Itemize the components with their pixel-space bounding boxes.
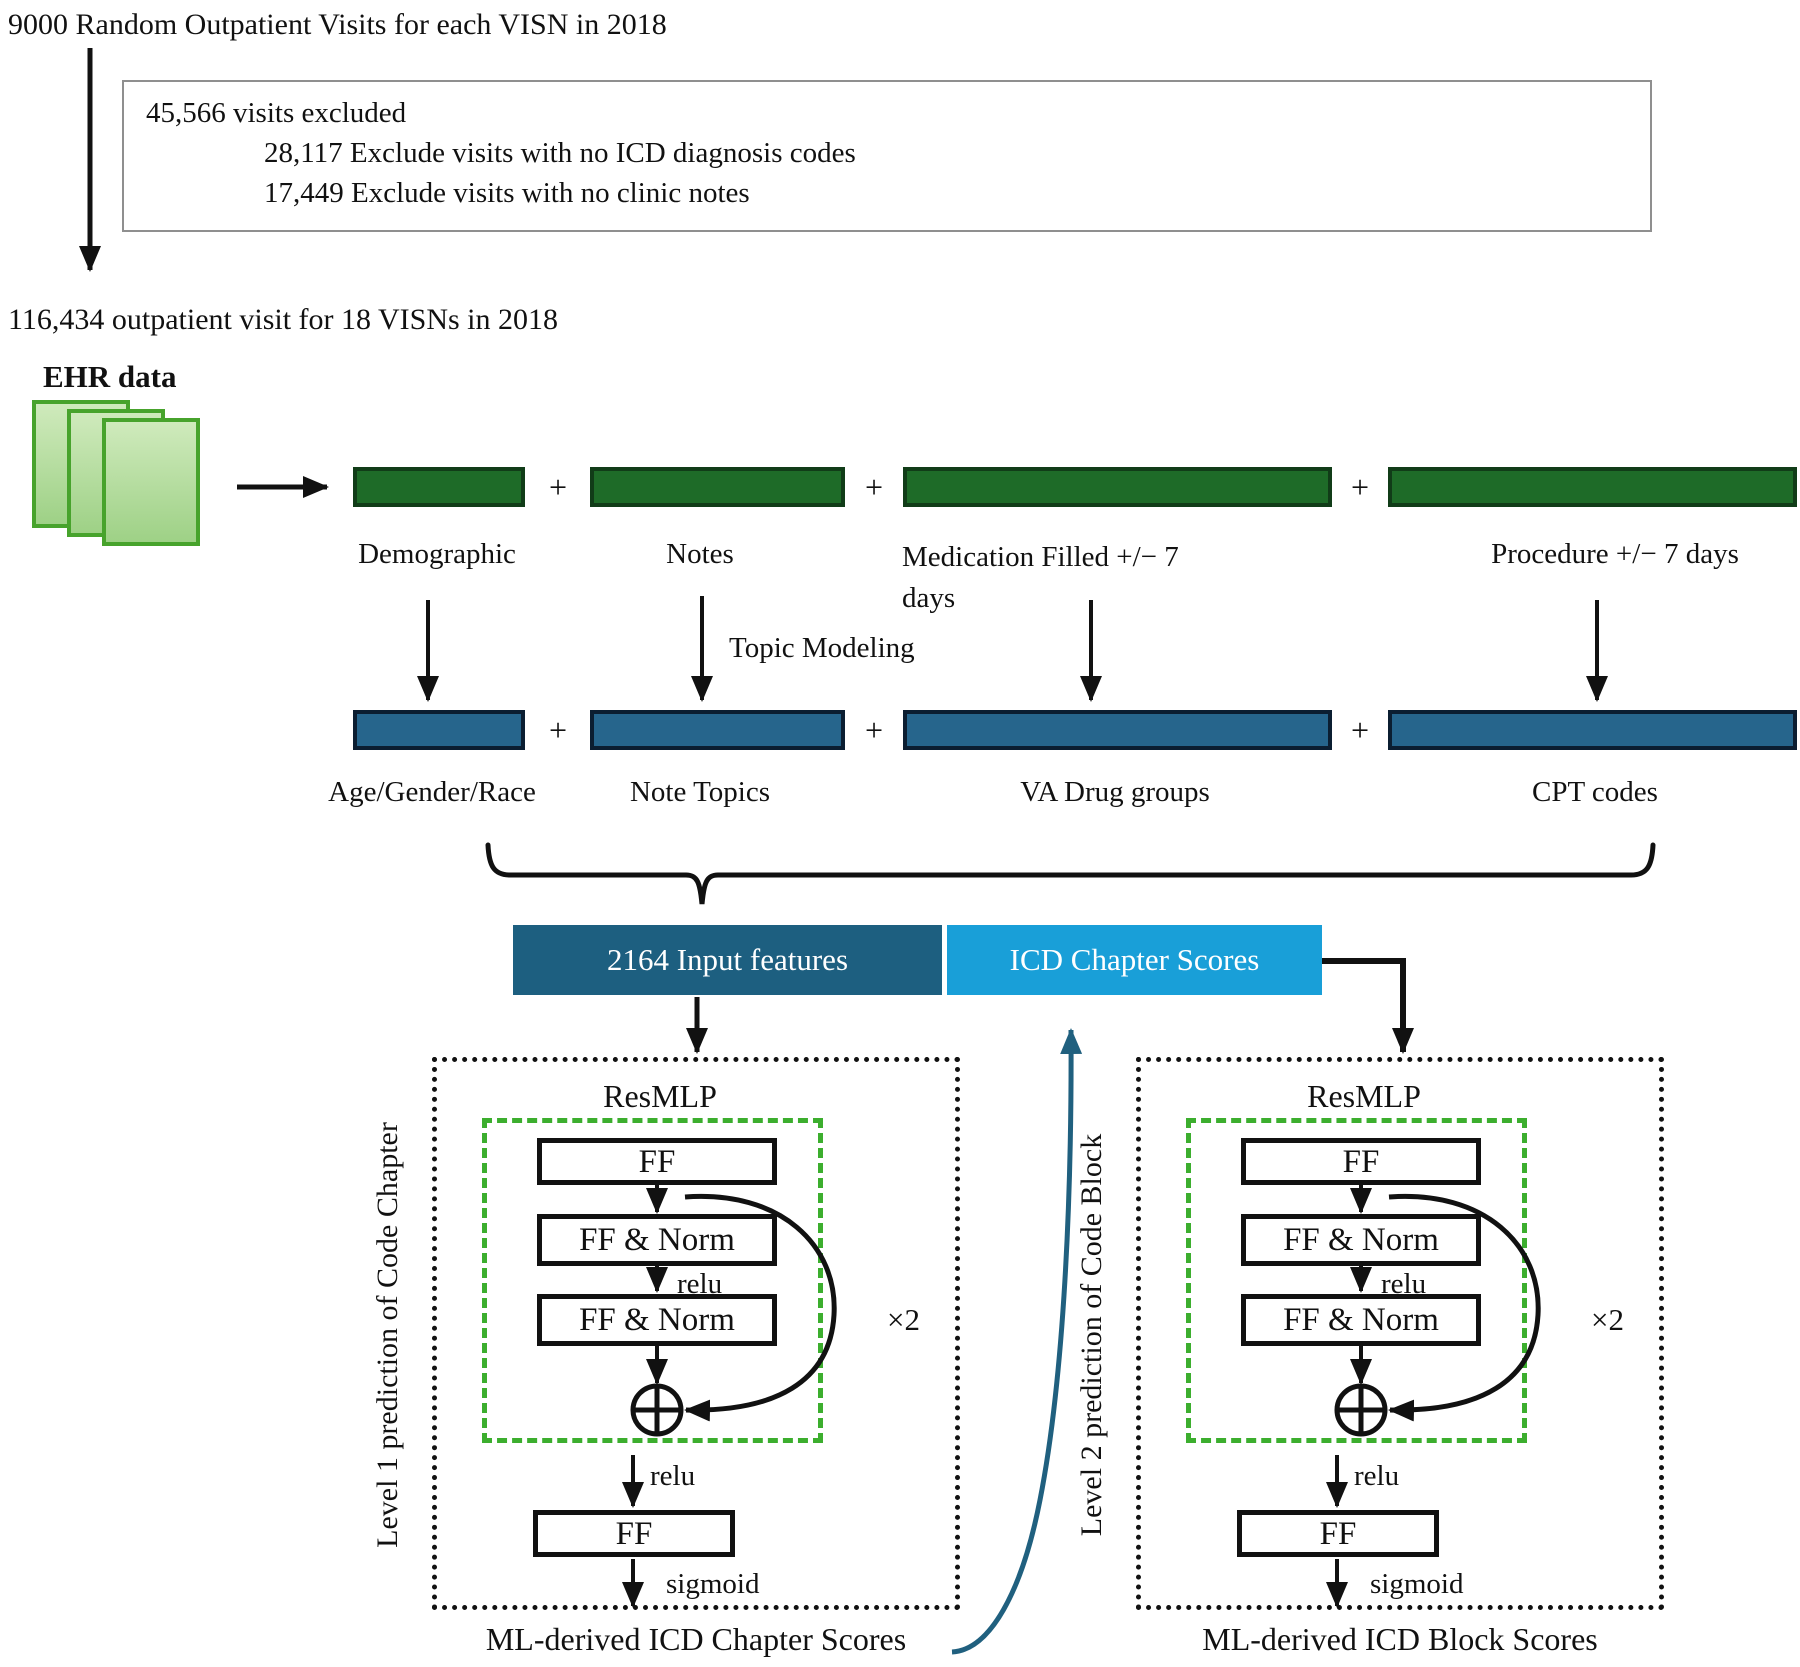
arrow-chapter-scores-feedback [951,1028,1083,1655]
plus-sign: + [548,469,568,505]
ehr-data-label: EHR data [43,359,177,394]
level2-caption: ML-derived ICD Block Scores [1202,1621,1598,1657]
final-cohort-label: 116,434 outpatient visit for 18 VISNs in… [8,303,558,336]
label-va-drug-groups: VA Drug groups [1020,776,1210,808]
level2-panel: ResMLP FF FF & Norm relu FF & Norm ×2 re… [1136,1057,1664,1610]
blue-bar-note-topics [590,710,845,750]
exclusion-total: 45,566 visits excluded [146,97,407,129]
label-notes: Notes [666,538,734,570]
label-cpt-codes: CPT codes [1532,776,1658,808]
ff-norm-layer-2: FF & Norm [537,1294,777,1346]
topic-modeling-label: Topic Modeling [729,632,915,664]
relu-out-label: relu [650,1460,696,1492]
ff-norm-layer-1: FF & Norm [537,1214,777,1266]
exclusion-reason-icd: 28,117 Exclude visits with no ICD diagno… [264,137,856,169]
label-demographic: Demographic [358,538,516,570]
label-medication-line1: Medication Filled +/− 7 [902,541,1179,573]
green-bar-procedure [1388,467,1797,507]
ff-layer: FF [1241,1138,1481,1185]
plus-sign: + [864,712,884,748]
exclusion-box: 45,566 visits excluded 28,117 Exclude vi… [122,80,1652,232]
arrow-chapter-scores-to-level2 [1322,958,1414,1054]
resmlp-title: ResMLP [1307,1078,1421,1114]
exclusion-reason-notes: 17,449 Exclude visits with no clinic not… [264,177,750,209]
ff-norm-layer-2: FF & Norm [1241,1294,1481,1346]
level1-caption: ML-derived ICD Chapter Scores [485,1621,907,1657]
label-medication: Medication Filled +/− 7 days [902,537,1202,619]
green-bar-notes [590,467,845,507]
blue-bar-age-gender-race [353,710,525,750]
repeat-times-label: ×2 [887,1302,920,1337]
green-bar-demographic [353,467,525,507]
sigmoid-label: sigmoid [1370,1568,1464,1600]
level1-side-label: Level 1 prediction of Code Chapter [371,1122,404,1548]
ff-layer: FF [537,1138,777,1185]
ff-output-layer: FF [533,1510,735,1557]
ff-output-layer: FF [1237,1510,1439,1557]
plus-sign: + [1350,469,1370,505]
repeat-times-label: ×2 [1591,1302,1624,1337]
icd-chapter-scores-box: ICD Chapter Scores [947,925,1322,995]
blue-bar-va-drug-groups [903,710,1332,750]
label-medication-line2: days [902,582,956,614]
ehr-page-front [102,418,200,546]
label-age-gender-race: Age/Gender/Race [328,776,536,808]
input-features-box: 2164 Input features [513,925,942,995]
label-note-topics: Note Topics [629,776,770,808]
plus-sign: + [548,712,568,748]
resmlp-title: ResMLP [603,1078,717,1114]
blue-bar-cpt-codes [1388,710,1797,750]
sigmoid-label: sigmoid [666,1568,760,1600]
features-brace [485,842,1656,905]
ff-norm-layer-1: FF & Norm [1241,1214,1481,1266]
source-cohort-label: 9000 Random Outpatient Visits for each V… [8,8,667,41]
plus-sign: + [1350,712,1370,748]
green-bar-medication [903,467,1332,507]
label-procedure: Procedure +/− 7 days [1491,538,1739,570]
plus-sign: + [864,469,884,505]
relu-out-label: relu [1354,1460,1400,1492]
level2-side-label: Level 2 prediction of Code Block [1075,1133,1108,1537]
level1-panel: ResMLP FF FF & Norm relu FF & Norm ×2 re… [432,1057,960,1610]
